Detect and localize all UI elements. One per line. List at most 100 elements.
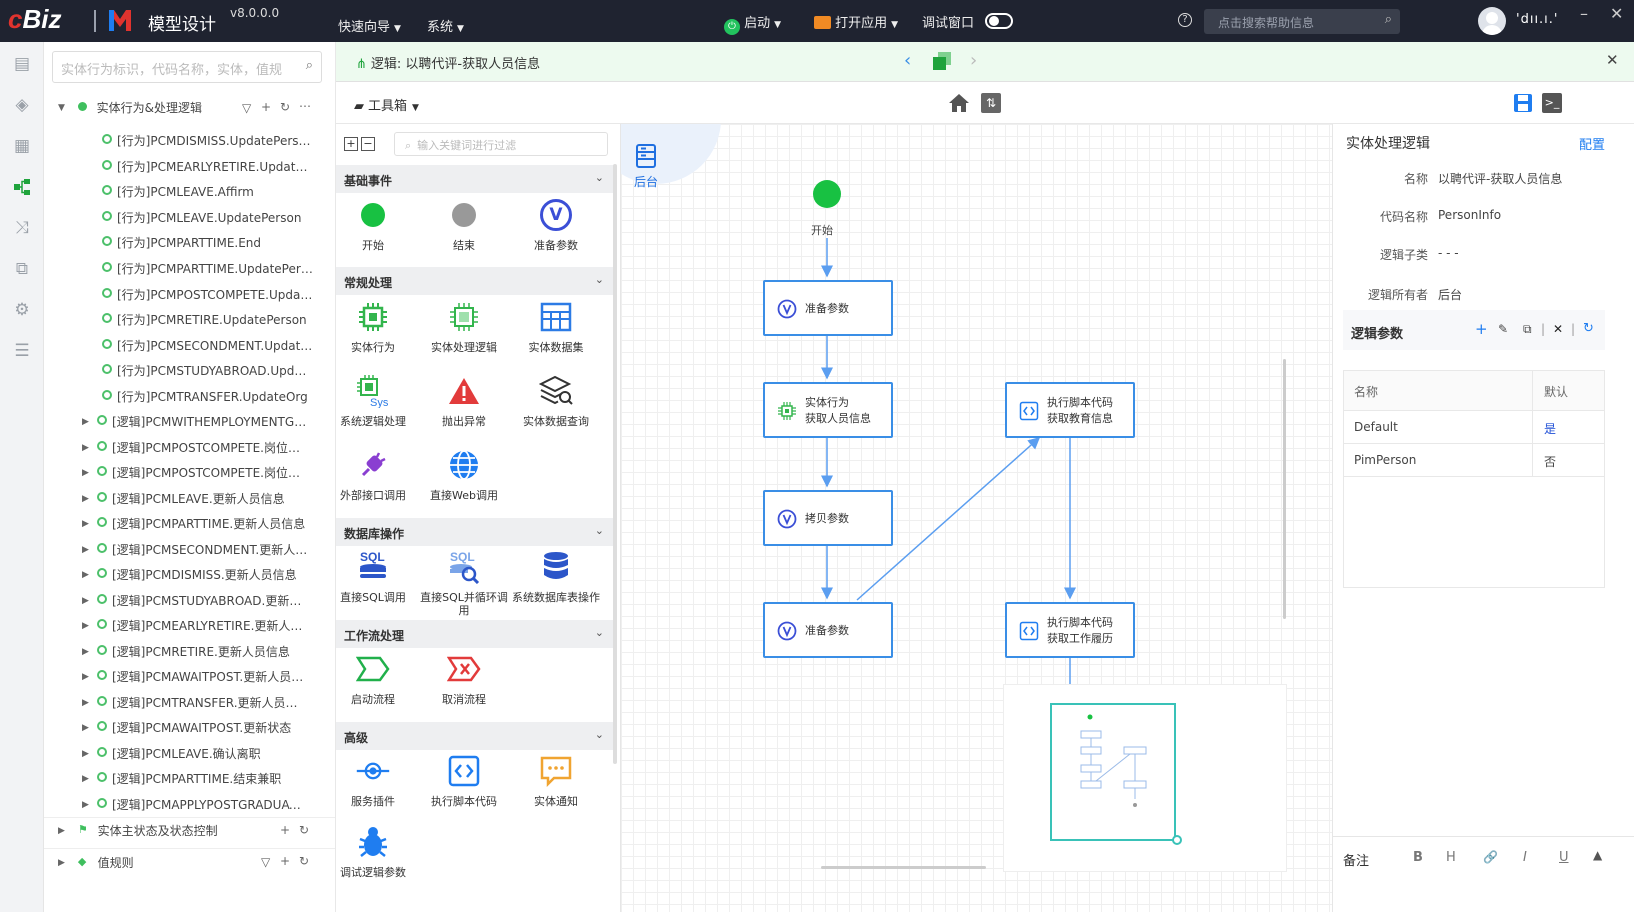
config-link[interactable]: 配置 [1579, 138, 1606, 153]
tree-item-behavior[interactable]: [行为]PCMLEAVE.Affirm [102, 183, 254, 207]
caret-right-icon[interactable]: ▶ [82, 697, 89, 708]
tool-start[interactable]: 开始 [336, 197, 419, 252]
tool-entity-query[interactable]: 实体数据查询 [510, 373, 602, 428]
tool-external-api[interactable]: 外部接口调用 [336, 447, 419, 502]
tree-item-logic[interactable]: ▶[逻辑]PCMSTUDYABROAD.更新人... [82, 593, 308, 608]
avatar[interactable] [1478, 7, 1506, 35]
help-icon[interactable]: ? [1178, 13, 1192, 27]
tree-item-logic[interactable]: ▶[逻辑]PCMLEAVE.确认离职 [82, 746, 261, 761]
canvas-h-scrollbar[interactable] [821, 866, 986, 869]
delete-param-icon[interactable]: ✕ [1553, 322, 1564, 336]
refresh-icon[interactable]: ↻ [1583, 321, 1594, 336]
section-workflow[interactable]: 工作流处理⌄ [336, 620, 614, 648]
flow-node-prepare-params-1[interactable]: 准备参数 [763, 280, 893, 336]
refresh-icon[interactable]: ↻ [299, 854, 310, 868]
tool-service-plugin[interactable]: 服务插件 [336, 753, 419, 808]
settings-sliders-icon[interactable]: ⇅ [981, 93, 1001, 113]
caret-right-icon[interactable]: ▶ [82, 774, 89, 784]
filter-icon[interactable]: ▽ [242, 101, 252, 115]
window-close-icon[interactable]: ✕ [1610, 4, 1624, 23]
refresh-icon[interactable]: ↻ [299, 823, 310, 837]
flow-node-entity-action[interactable]: 实体行为获取人员信息 [763, 382, 893, 438]
tree-root-node[interactable]: ▼ 实体行为&处理逻辑 [58, 101, 203, 115]
caret-right-icon[interactable]: ▶ [58, 858, 65, 868]
save-icon[interactable] [1513, 93, 1533, 113]
logic-flow-icon[interactable] [12, 177, 32, 197]
tree-item-behavior[interactable]: [行为]PCMEARLYRETIRE.UpdatePe... [102, 158, 313, 182]
caret-right-icon[interactable]: ▶ [82, 570, 89, 580]
tool-system-logic[interactable]: Sys 系统逻辑处理 [336, 373, 419, 428]
shuffle-icon[interactable]: ⤨ [15, 218, 29, 238]
tool-entity-dataset[interactable]: 实体数据集 [510, 299, 602, 354]
flow-chart-icon[interactable]: ⧉ [15, 259, 29, 279]
prev-tab-icon[interactable]: ‹ [904, 50, 912, 71]
tree-item-logic[interactable]: ▶[逻辑]PCMLEAVE.更新人员信息 [82, 491, 285, 506]
tree-item-behavior[interactable]: [行为]PCMRETIRE.UpdatePerson [102, 311, 307, 335]
tree-item-logic[interactable]: ▶[逻辑]PCMRETIRE.更新人员信息 [82, 644, 290, 659]
tool-system-db-table[interactable]: 系统数据库表操作 [510, 549, 602, 604]
link-icon[interactable]: 🔗 [1483, 850, 1498, 864]
tree-item-behavior[interactable]: [行为]PCMPARTTIME.End [102, 234, 261, 258]
tool-web-call[interactable]: 直接Web调用 [418, 447, 510, 502]
add-icon[interactable]: + [261, 100, 272, 114]
caret-right-icon[interactable]: ▶ [58, 826, 65, 836]
copy-param-icon[interactable]: ⧉ [1523, 322, 1532, 336]
expand-all-icon[interactable]: + [344, 137, 358, 151]
tree-node-value-rules[interactable]: ▶ ◆ 值规则 [58, 855, 134, 870]
tree-item-logic[interactable]: ▶[逻辑]PCMPOSTCOMPETE.岗位竞... [82, 440, 308, 455]
help-search-input[interactable]: 点击搜索帮助信息⌕ [1204, 9, 1400, 34]
menu-quick-guide[interactable]: 快速向导▼ [338, 20, 401, 35]
caret-right-icon[interactable]: ▶ [82, 672, 89, 682]
caret-right-icon[interactable]: ▶ [82, 493, 89, 504]
tree-item-logic[interactable]: ▶[逻辑]PCMEARLYRETIRE.更新人员... [82, 619, 308, 633]
tool-sql-call[interactable]: SQL 直接SQL调用 [340, 550, 406, 604]
section-database[interactable]: 数据库操作⌄ [336, 518, 614, 546]
tree-item-behavior[interactable]: [行为]PCMSECONDMENT.UpdateP... [102, 337, 313, 361]
collapse-up-icon[interactable]: ▲ [1593, 848, 1603, 862]
collapse-all-icon[interactable]: − [361, 137, 375, 151]
add-icon[interactable]: + [280, 823, 291, 837]
tool-entity-notify[interactable]: 实体通知 [510, 753, 602, 808]
minimap-resize-handle[interactable] [1172, 835, 1182, 845]
document-icon[interactable]: ▤ [13, 54, 31, 74]
tool-throw-exception[interactable]: 抛出异常 [418, 373, 510, 428]
terminal-icon[interactable]: >_ [1542, 93, 1562, 113]
backend-lane[interactable]: 后台 [631, 144, 661, 190]
tree-item-logic[interactable]: ▶[逻辑]PCMPOSTCOMPETE.岗位竞... [82, 466, 308, 480]
tool-sql-loop-call[interactable]: SQL 直接SQL并循环调用 [420, 550, 508, 617]
tree-item-logic[interactable]: ▶[逻辑]PCMPARTTIME.结束兼职 [82, 772, 282, 786]
caret-right-icon[interactable]: ▶ [82, 799, 89, 810]
tree-item-logic[interactable]: ▶[逻辑]PCMAPPLYPOSTGRADUATE.... [82, 797, 308, 812]
flow-node-script-work-history[interactable]: 执行脚本代码获取工作履历 [1005, 602, 1135, 658]
flow-node-copy-params[interactable]: 拷贝参数 [763, 490, 893, 546]
flow-node-script-education[interactable]: 执行脚本代码获取教育信息 [1005, 382, 1135, 438]
tool-end[interactable]: 结束 [418, 197, 510, 252]
add-param-icon[interactable]: + [1475, 320, 1488, 338]
tree-item-behavior[interactable]: [行为]PCMLEAVE.UpdatePerson [102, 209, 301, 233]
tree-search-input[interactable]: 实体行为标识，代码名称，实体，值规⌕ [52, 51, 322, 83]
tree-item-behavior[interactable]: [行为]PCMPARTTIME.UpdatePerson [102, 260, 313, 284]
tree-item-logic[interactable]: ▶[逻辑]PCMAWAITPOST.更新状态 [82, 721, 292, 735]
list-indent-icon[interactable]: ☰ [14, 341, 30, 361]
more-icon[interactable]: ⋯ [299, 99, 311, 113]
menu-system[interactable]: 系统▼ [427, 20, 464, 35]
tree-item-behavior[interactable]: [行为]PCMTRANSFER.UpdateOrg [102, 388, 308, 412]
canvas-v-scrollbar[interactable] [1283, 359, 1286, 619]
debug-window-toggle[interactable] [985, 13, 1013, 29]
caret-right-icon[interactable]: ▶ [82, 748, 89, 759]
caret-right-icon[interactable]: ▶ [82, 417, 89, 427]
tree-item-logic[interactable]: ▶[逻辑]PCMDISMISS.更新人员信息 [82, 568, 297, 582]
layers-icon[interactable]: ◈ [15, 95, 29, 115]
add-icon[interactable]: + [280, 854, 291, 868]
toolbox-dropdown[interactable]: ▰工具箱▼ [354, 99, 419, 114]
filter-icon[interactable]: ▽ [261, 855, 271, 869]
tree-item-logic[interactable]: ▶[逻辑]PCMSECONDMENT.更新人员... [82, 542, 308, 557]
section-advanced[interactable]: 高级⌄ [336, 722, 614, 750]
open-app-button[interactable]: 打开应用▼ [814, 12, 898, 31]
username[interactable]: 'dıı.ı.' [1516, 12, 1559, 27]
heading-icon[interactable]: H [1446, 850, 1456, 865]
caret-right-icon[interactable]: ▶ [82, 621, 89, 631]
next-tab-icon[interactable]: › [970, 50, 978, 71]
